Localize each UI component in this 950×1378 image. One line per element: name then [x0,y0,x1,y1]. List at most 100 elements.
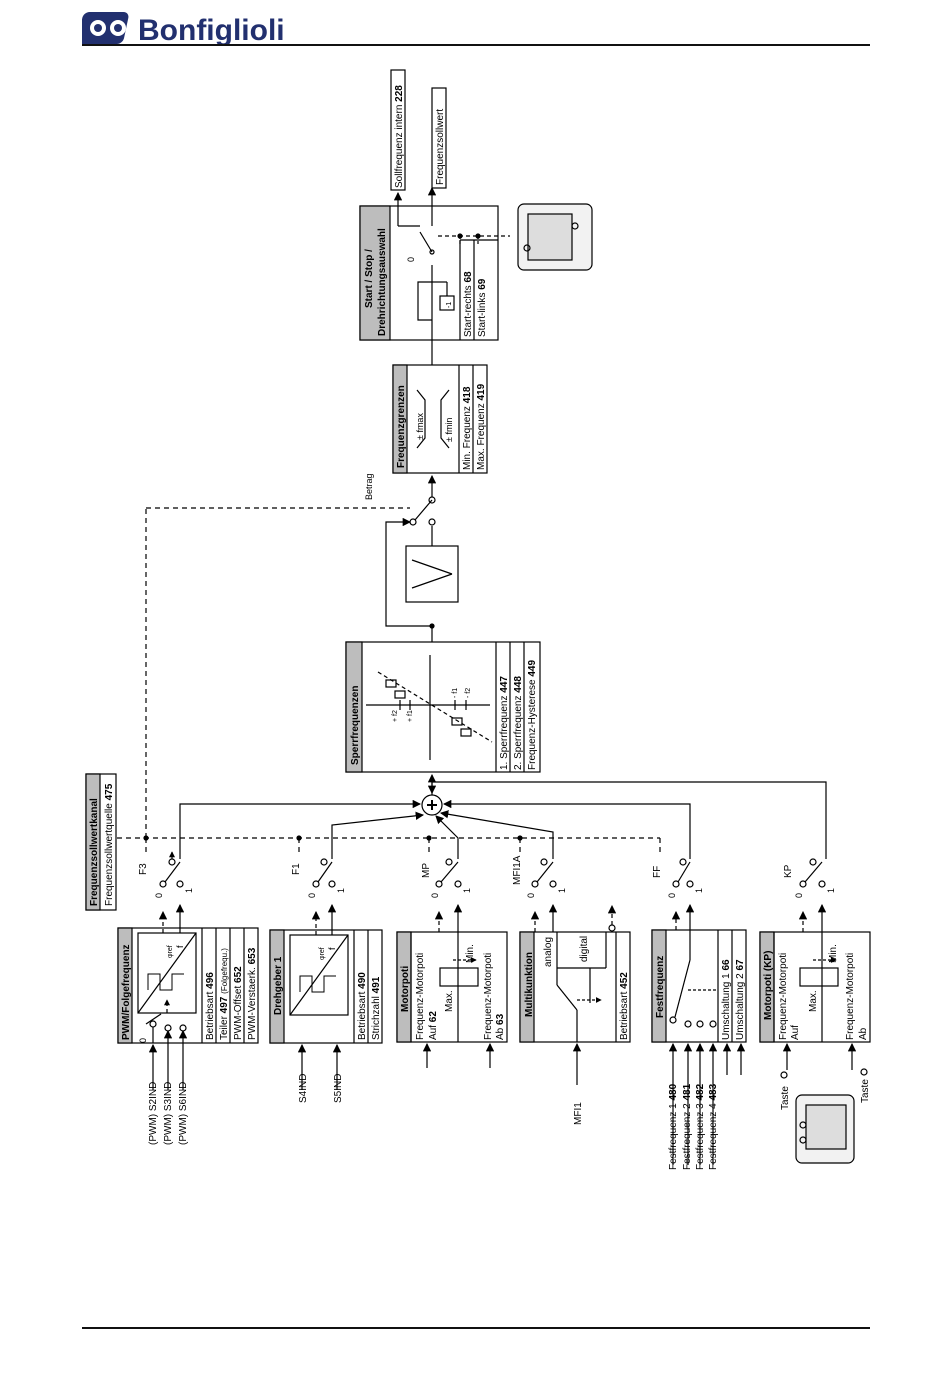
start-m1: -1 [446,302,453,308]
pwm-title: PWM/Folgefrequenz [121,944,132,1040]
dreh-l2: Strichzahl 491 [371,976,382,1040]
multi-l1: Betriebsart 452 [619,972,630,1040]
motorpoti-kp-block [759,903,871,1164]
brand-name: Bonfiglioli [138,14,285,46]
kp-min: Min. [828,944,839,963]
pwm-in3: (PWM) S6IND [178,1082,189,1145]
switch-mfi1a [531,858,557,888]
switch-mfi1a-label: MFI1A [512,855,523,885]
switch-f1 [312,858,336,888]
switch-mfi1a-one: 1 [557,888,567,893]
keypad-icon-top [517,203,593,271]
pwm-f: f [175,945,185,948]
mp-max: Max. [444,990,455,1012]
diagram-text: Frequenzsollwertkanal Frequenzsollwertqu… [89,85,871,1170]
channel-title: Frequenzsollwertkanal [89,798,100,906]
grenz-fmin: ± fmin [444,418,454,442]
sum-junction [421,794,443,816]
multi-in: MFI1 [573,1102,584,1125]
dreh-phi: φref [319,947,326,960]
start-l1: Start-rechts 68 [463,271,474,337]
multifunktion-block [519,903,631,1085]
grenz-fmax: ± fmax [415,413,425,440]
switch-mp-one: 1 [462,888,472,893]
switch-kp-one: 1 [826,888,836,893]
footer-rule [82,1327,870,1329]
switch-f3-one: 1 [184,888,194,893]
mp-ab1: Frequenz-Motorpoti [483,953,494,1040]
pwm-l4: PWM-Verstaerk. 653 [247,947,258,1040]
switch-f1-label: F1 [291,863,302,875]
dreh-f: f [327,947,337,950]
channel-block [85,773,117,911]
out-o2: Frequenzsollwert [435,109,446,185]
pwm-in2: (PWM) S3IND [163,1082,174,1145]
sperr-pf1: + f1 [407,710,414,722]
mp-title: Motorpoti [400,966,411,1012]
kp-taste-1: Taste [780,1086,791,1110]
switch-mfi1a-zero: 0 [526,893,536,898]
switch-f1-zero: 0 [307,893,317,898]
sperrfrequenzen-block [345,641,541,773]
motorpoti-block [396,903,508,1068]
sperr-l1: 1. Sperrfrequenz 447 [499,676,510,770]
fest-u1: Umschaltung 1 66 [721,959,732,1040]
dreh-in2: S5IND [333,1074,344,1103]
switch-f3-label: F3 [138,863,149,875]
fest-f4: Festfrequenz 4 483 [708,1083,719,1170]
multi-title: Multikunktion [524,952,535,1017]
mp-auf1: Frequenz-Motorpoti [415,953,426,1040]
out-o1: Sollfrequenz intern 228 [394,85,405,188]
mp-auf2: Auf 62 [428,1011,439,1040]
start-stop-block [359,186,510,345]
dreh-l1: Betriebsart 490 [357,972,368,1040]
switch-f3 [159,851,184,888]
betrag-label: Betrag [364,473,374,500]
switch-f3-zero: 0 [154,893,164,898]
switch-kp-label: KP [783,864,794,878]
start-title2: Drehrichtungsauswahl [377,228,388,336]
drehgeber-block [269,903,383,1090]
channel-sub: Frequenzsollwertquelle 475 [104,783,115,906]
pwm-phi: φref [167,945,174,958]
mp-ab2: Ab 63 [495,1013,506,1040]
fest-title: Festfrequenz [655,956,666,1018]
multi-analog: analog [543,937,554,967]
frequenzgrenzen-block [392,345,488,474]
kp-auf2: Auf [790,1025,801,1040]
pwm-l1: Betriebsart 496 [205,972,216,1040]
switch-f1-one: 1 [336,888,346,893]
kp-taste-2: Taste [860,1079,871,1103]
keypad-icon [795,1094,855,1164]
sperr-pf2: + f2 [392,710,399,722]
pwm-l3: PWM-Offset 652 [233,966,244,1040]
dreh-in1: S4IND [298,1074,309,1103]
sperr-title: Sperrfrequenzen [350,686,361,765]
start-zero: 0 [406,257,416,262]
switch-ff [672,858,694,888]
kp-max: Max. [808,990,819,1012]
switch-mp [435,858,462,888]
pwm-block [117,903,259,1090]
switch-kp-zero: 0 [794,893,804,898]
fest-f3: Festfrequenz 3 482 [695,1083,706,1170]
mp-min: Min. [465,944,476,963]
festfrequenz-block [651,903,747,1165]
dreh-title: Drehgeber 1 [273,956,284,1015]
start-title1: Start / Stop / [364,249,375,308]
grenz-title: Frequenzgrenzen [396,385,407,468]
sum-inputs [179,781,827,859]
fest-f2: Festfrequenz 2 481 [682,1083,693,1170]
kp-ab1: Frequenz-Motorpoti [845,953,856,1040]
sperr-l2: 2. Sperrfrequenz 448 [513,676,524,770]
kp-title: Motorpoti (KP) [763,951,774,1020]
output-boxes [390,69,447,191]
control-bus [117,507,661,852]
switch-mp-zero: 0 [430,893,440,898]
grenz-l1: Min. Frequenz 418 [462,386,473,470]
sperr-l3: Frequenz-Hysterese 449 [527,660,538,770]
pwm-l2: Teiler 497 (Folgefrequ.) [219,948,230,1040]
kp-auf1: Frequenz-Motorpoti [778,953,789,1040]
bonfiglioli-logo: Bonfiglioli [82,12,285,46]
